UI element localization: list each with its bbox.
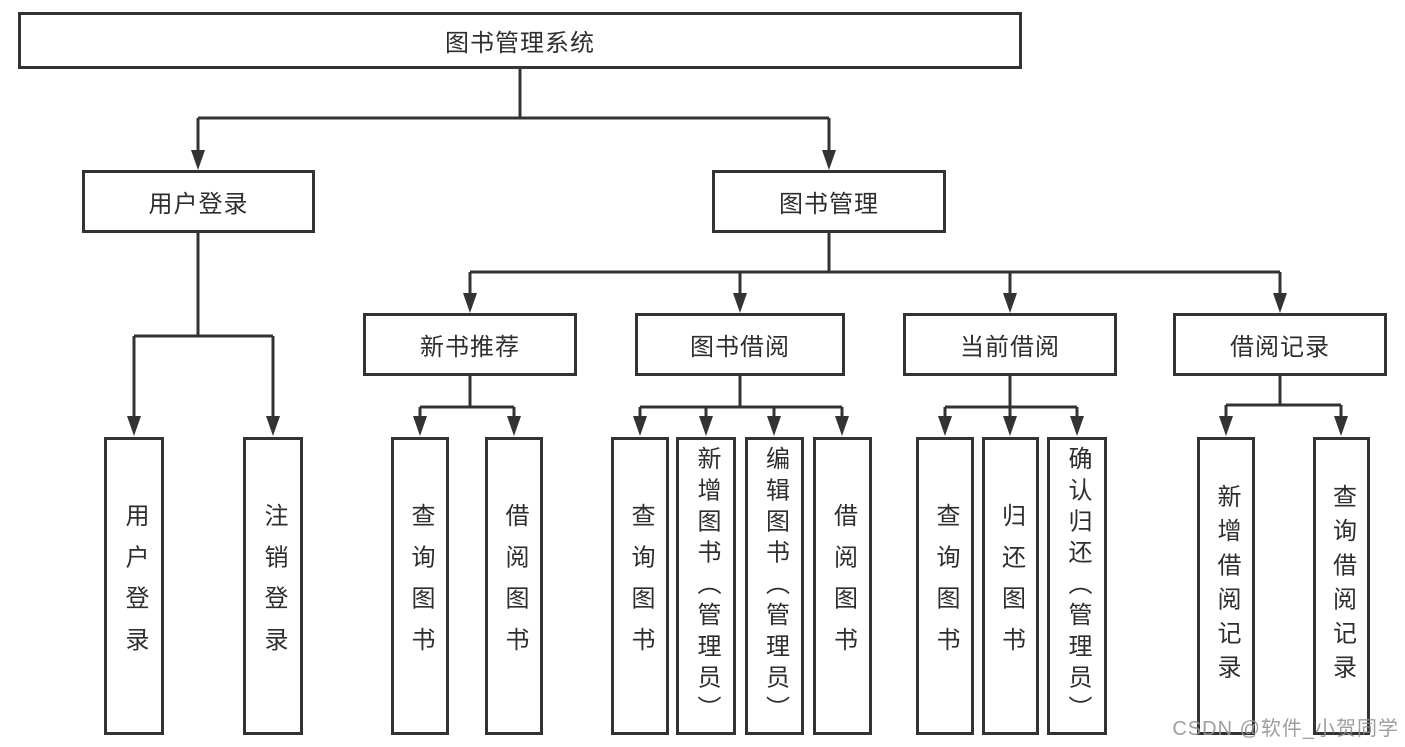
- leaf-confirm-return-admin: 确认归还（管理员）: [1047, 437, 1107, 735]
- node-borrow-records: 借阅记录: [1173, 313, 1387, 376]
- leaf-add-books-admin: 新增图书（管理员）: [676, 437, 736, 735]
- connector-borrow-records-children: [1224, 376, 1343, 418]
- leaf-borrow-books-recommend: 借阅图书: [485, 437, 543, 735]
- node-label: 新增图书（管理员）: [693, 445, 720, 727]
- leaf-query-books-current: 查询图书: [916, 437, 974, 735]
- node-label: 查询图书: [407, 503, 434, 669]
- node-book-management: 图书管理: [712, 170, 946, 233]
- node-label: 借阅图书: [829, 503, 857, 669]
- connector-new-book-children: [418, 376, 516, 418]
- node-label: 图书借阅: [690, 334, 790, 361]
- arrowheads: [127, 150, 1348, 436]
- leaf-query-books-recommend: 查询图书: [391, 437, 449, 735]
- connector-book-management-children: [468, 233, 1282, 295]
- connector-user-login-children: [132, 233, 275, 418]
- node-label: 确认归还（管理员）: [1064, 445, 1091, 727]
- node-label: 编辑图书（管理员）: [761, 445, 789, 727]
- node-label: 新增借阅记录: [1213, 483, 1240, 689]
- node-label: 当前借阅: [960, 334, 1060, 361]
- node-new-book-recommend: 新书推荐: [363, 313, 577, 376]
- node-user-login: 用户登录: [82, 170, 315, 233]
- node-label: 借阅记录: [1230, 334, 1330, 361]
- leaf-edit-books-admin: 编辑图书（管理员）: [745, 437, 804, 735]
- node-label: 用户登录: [121, 503, 148, 669]
- node-label: 归还图书: [997, 503, 1025, 669]
- leaf-add-borrow-record: 新增借阅记录: [1197, 437, 1255, 735]
- connector-book-borrow-children: [638, 376, 844, 418]
- leaf-query-books-borrow: 查询图书: [611, 437, 669, 735]
- leaf-query-borrow-record: 查询借阅记录: [1313, 437, 1370, 735]
- node-book-borrow: 图书借阅: [635, 313, 845, 376]
- leaf-return-books: 归还图书: [982, 437, 1039, 735]
- node-label: 图书管理: [779, 191, 879, 218]
- node-label: 借阅图书: [501, 503, 528, 669]
- leaf-borrow-books: 借阅图书: [813, 437, 872, 735]
- node-label: 用户登录: [148, 191, 249, 218]
- node-label: 查询图书: [627, 503, 654, 669]
- node-label: 查询图书: [932, 503, 959, 669]
- leaf-logout: 注销登录: [243, 437, 303, 735]
- leaf-user-login: 用户登录: [104, 437, 164, 735]
- node-label: 查询借阅记录: [1328, 483, 1356, 689]
- node-label: 新书推荐: [420, 334, 520, 361]
- node-label: 注销登录: [260, 503, 287, 669]
- connector-current-borrow-children: [943, 376, 1079, 418]
- node-current-borrow: 当前借阅: [903, 313, 1117, 376]
- csdn-watermark: CSDN @软件_小贺同学: [1172, 718, 1399, 740]
- connector-root-to-level2: [196, 68, 831, 152]
- node-library-management-system: 图书管理系统: [18, 12, 1022, 69]
- node-label: 图书管理系统: [445, 30, 595, 57]
